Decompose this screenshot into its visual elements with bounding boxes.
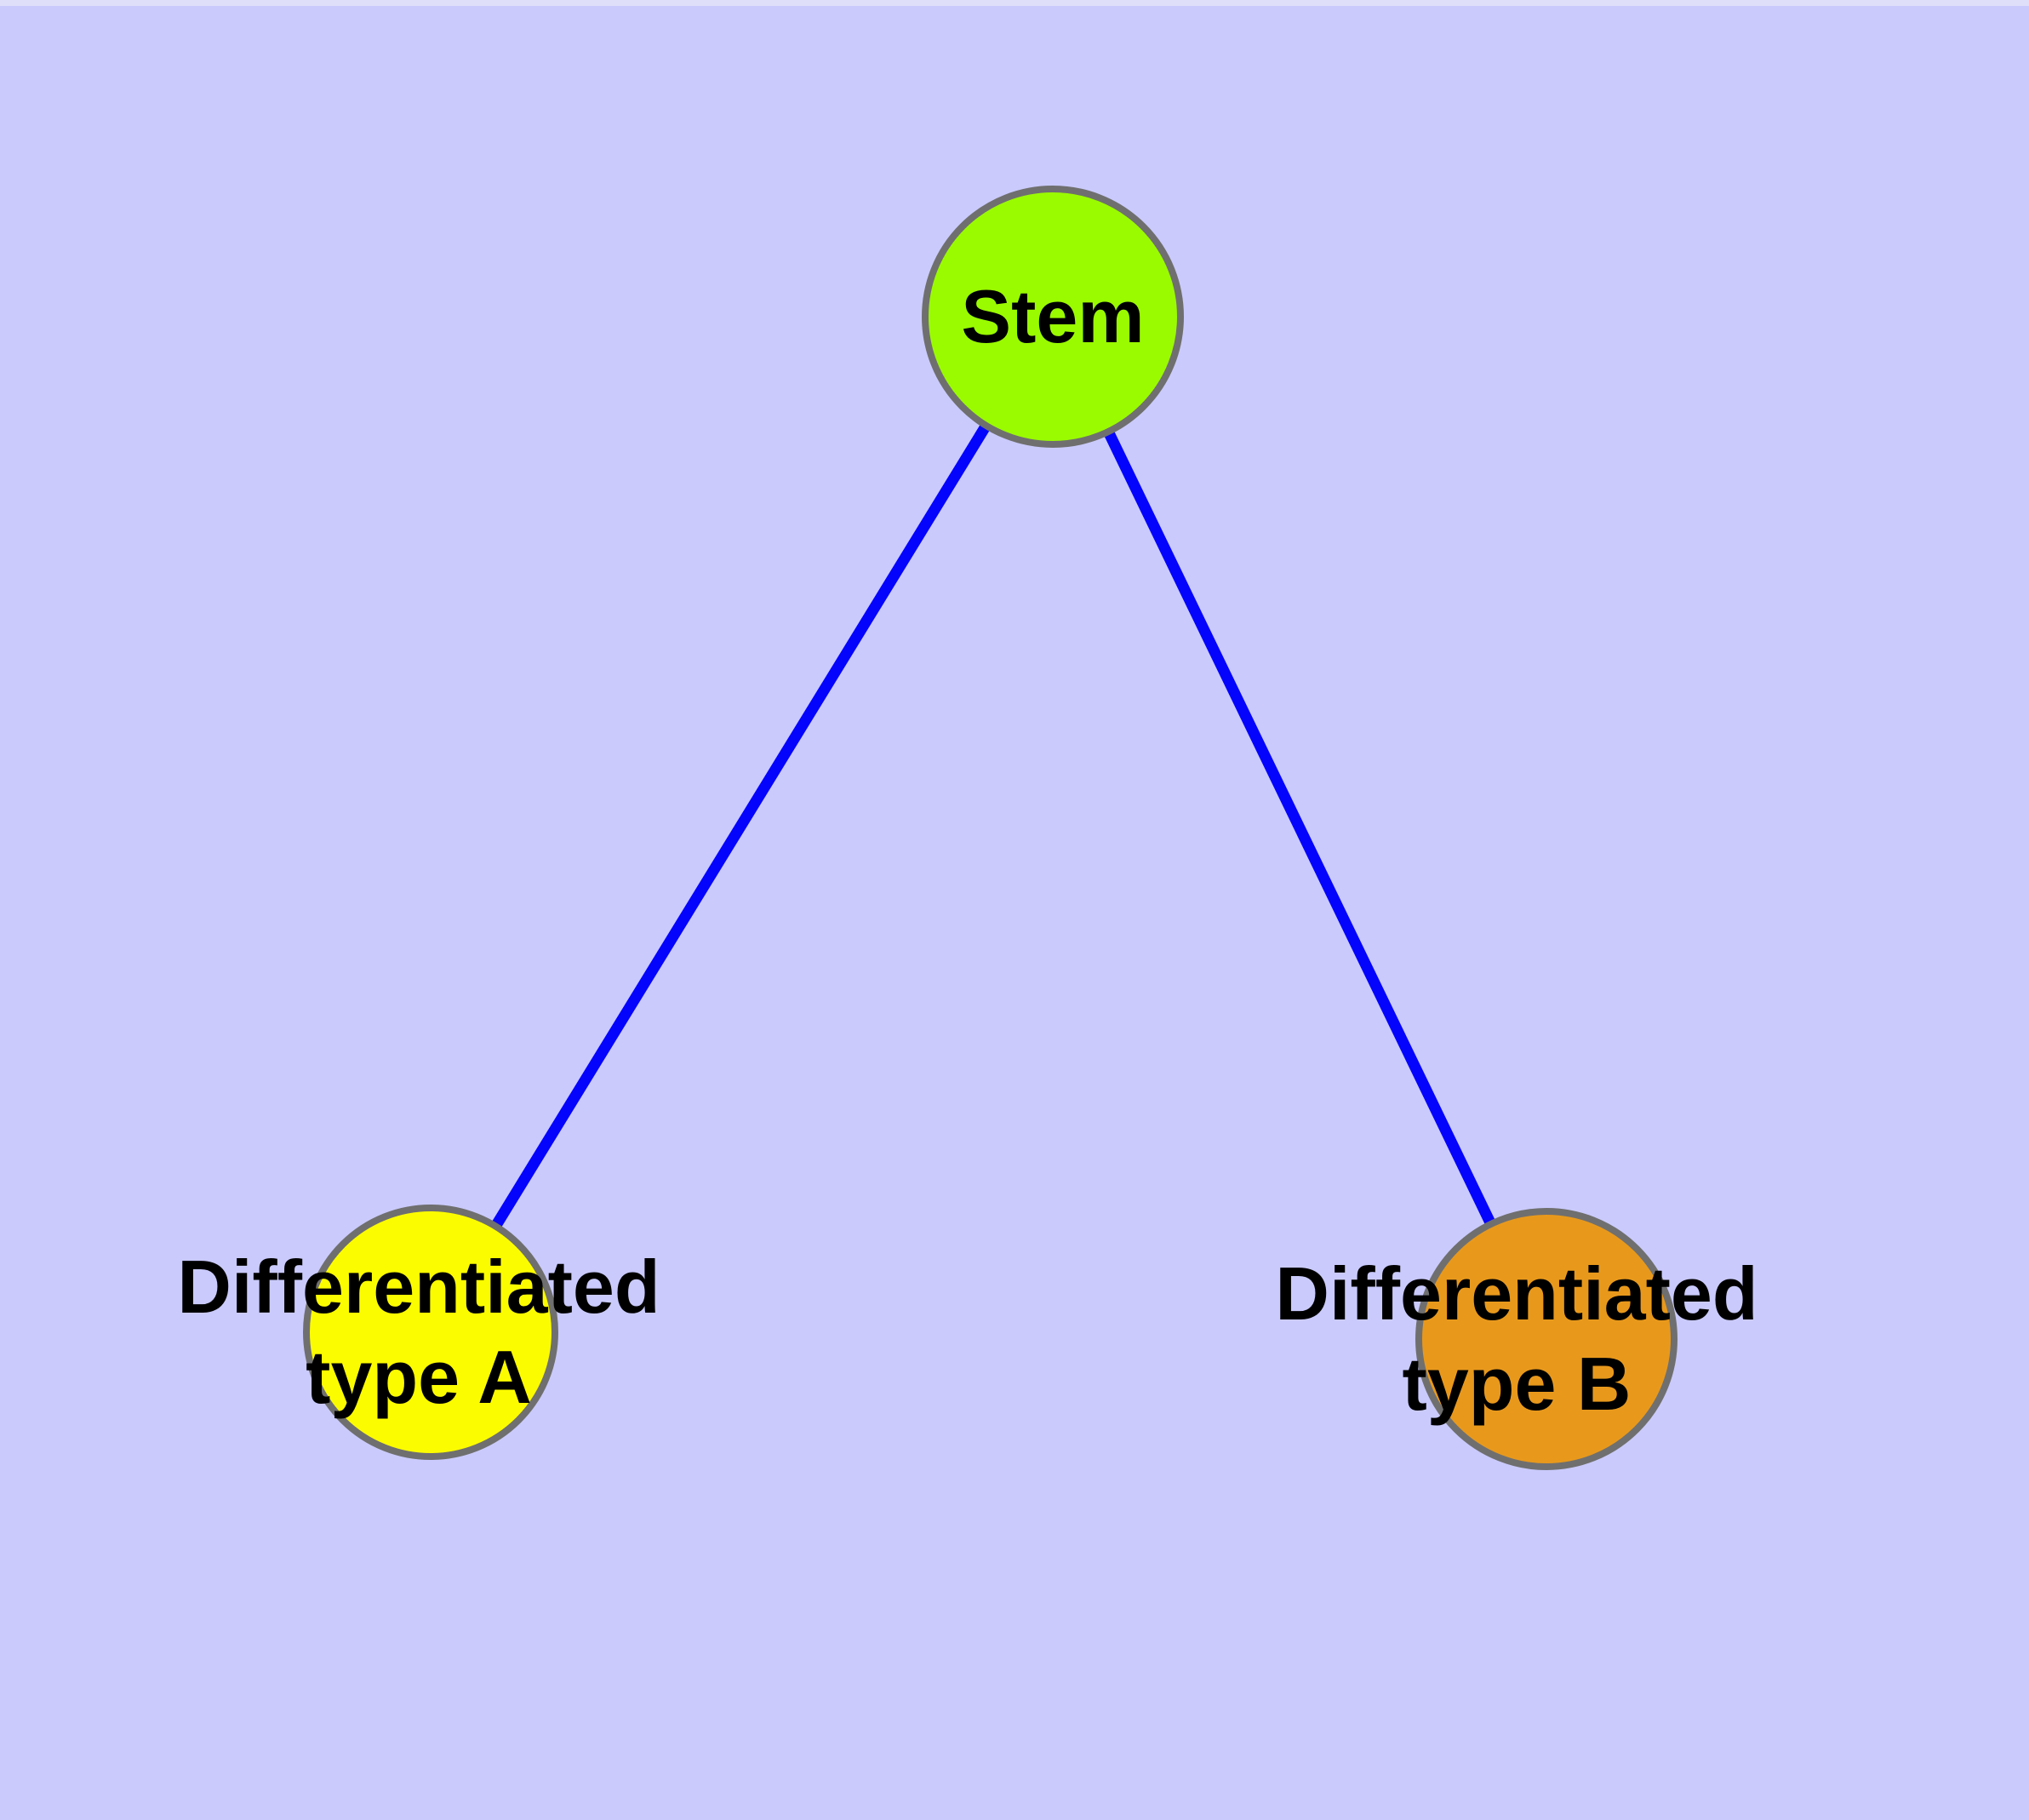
window-top-edge-highlight [0, 0, 2029, 6]
node-type-a-circle [303, 1205, 558, 1460]
edge-stem-to-type-a [426, 313, 1058, 1336]
node-type-b-circle [1415, 1208, 1677, 1470]
node-stem-circle [922, 186, 1184, 448]
edge-stem-to-type-b [1048, 314, 1552, 1342]
